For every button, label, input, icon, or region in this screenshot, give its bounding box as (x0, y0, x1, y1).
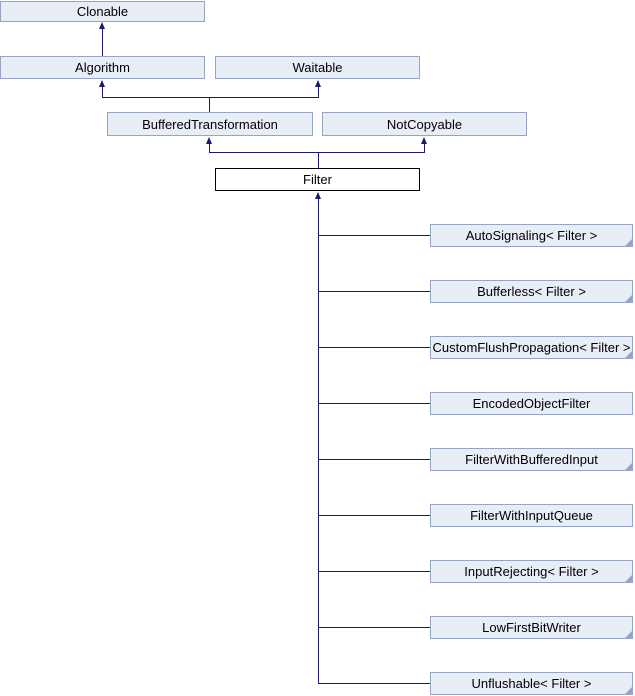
node-waitable-label: Waitable (292, 60, 343, 75)
node-inputrejecting-filter[interactable]: InputRejecting< Filter > (430, 560, 633, 583)
edge-branch-to-encodedobjectfilter (318, 403, 430, 404)
node-autosignaling-filter[interactable]: AutoSignaling< Filter > (430, 224, 633, 247)
node-buffered-transformation-label: BufferedTransformation (142, 116, 278, 132)
node-encodedobjectfilter-label: EncodedObjectFilter (472, 396, 591, 411)
node-lowfirstbitwriter-label: LowFirstBitWriter (482, 620, 581, 635)
node-buffered-transformation[interactable]: BufferedTransformation (107, 112, 313, 136)
node-clonable-label: Clonable (76, 4, 129, 19)
edge-stub-under-not-copyable (424, 140, 425, 152)
truncated-fold-icon (624, 238, 633, 247)
node-not-copyable[interactable]: NotCopyable (322, 112, 527, 136)
node-not-copyable-label: NotCopyable (386, 116, 463, 132)
edge-branch-to-filterwithinputqueue (318, 515, 430, 516)
edge-branch-to-unflushable-filter (318, 683, 430, 684)
node-bufferless-filter[interactable]: Bufferless< Filter > (430, 280, 633, 303)
edge-branch-to-lowfirstbitwriter (318, 627, 430, 628)
edge-drop-to-buffered-transformation (209, 97, 210, 112)
edge-stub-under-waitable (318, 83, 319, 98)
edge-bus-algorithm-waitable (102, 97, 319, 98)
node-inputrejecting-filter-label: InputRejecting< Filter > (464, 564, 599, 579)
edge-stub-under-algorithm (102, 83, 103, 98)
edge-drop-to-filter (318, 152, 319, 168)
node-unflushable-filter[interactable]: Unflushable< Filter > (430, 672, 633, 695)
node-algorithm[interactable]: Algorithm (0, 56, 205, 79)
node-encodedobjectfilter[interactable]: EncodedObjectFilter (430, 392, 633, 415)
edge-branch-to-bufferless-filter (318, 291, 430, 292)
node-customflushpropagation-filter-label: CustomFlushPropagation< Filter > (432, 340, 631, 355)
edge-branch-to-inputrejecting-filter (318, 571, 430, 572)
node-filterwithbufferedinput-label: FilterWithBufferedInput (465, 452, 598, 467)
node-filterwithbufferedinput[interactable]: FilterWithBufferedInput (430, 448, 633, 471)
truncated-fold-icon (624, 574, 633, 583)
edge-bus-bt-notcopyable (209, 152, 425, 153)
node-customflushpropagation-filter[interactable]: CustomFlushPropagation< Filter > (430, 336, 633, 359)
node-filter-label: Filter (303, 172, 332, 187)
truncated-fold-icon (624, 350, 633, 359)
edge-branch-to-autosignaling-filter (318, 235, 430, 236)
node-filterwithinputqueue-label: FilterWithInputQueue (470, 508, 593, 523)
node-filter-current: Filter (215, 168, 420, 191)
edge-branch-to-customflushpropagation-filter (318, 347, 430, 348)
node-bufferless-filter-label: Bufferless< Filter > (477, 284, 586, 299)
truncated-fold-icon (624, 686, 633, 695)
truncated-fold-icon (624, 294, 633, 303)
truncated-fold-icon (624, 630, 633, 639)
edge-stub-under-buffered-transformation (209, 140, 210, 152)
edge-branch-to-filterwithbufferedinput (318, 459, 430, 460)
edge-algorithm-to-clonable (102, 25, 103, 56)
node-algorithm-label: Algorithm (75, 60, 130, 75)
node-lowfirstbitwriter[interactable]: LowFirstBitWriter (430, 616, 633, 639)
node-autosignaling-filter-label: AutoSignaling< Filter > (465, 228, 598, 243)
node-filterwithinputqueue[interactable]: FilterWithInputQueue (430, 504, 633, 527)
node-clonable[interactable]: Clonable (0, 1, 205, 22)
node-unflushable-filter-label: Unflushable< Filter > (471, 676, 592, 691)
truncated-fold-icon (624, 462, 633, 471)
node-waitable[interactable]: Waitable (215, 56, 420, 79)
edge-trunk-derived (318, 195, 319, 684)
